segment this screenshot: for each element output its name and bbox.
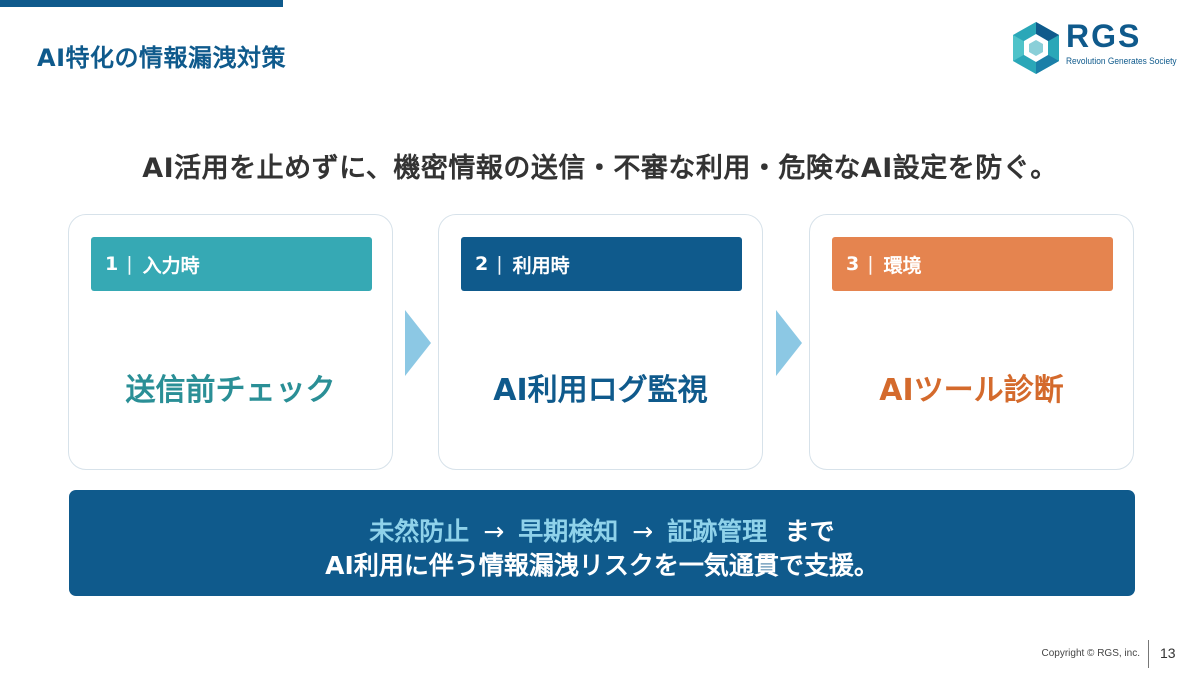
- card-title: AIツール診断: [879, 373, 1064, 408]
- summary-banner: 未然防止 → 早期検知 → 証跡管理 まで AI利用に伴う情報漏洩リスクを一気通貫で支援…: [69, 490, 1135, 596]
- banner-step-evidence: 証跡管理: [667, 517, 768, 546]
- card-tag-label: 環境: [883, 254, 922, 277]
- banner-suffix: まで: [784, 517, 835, 546]
- logo-mark-icon: [1013, 22, 1059, 74]
- logo-tagline: Revolution Generates Society: [1066, 56, 1177, 67]
- card-tag: 1 | 入力時: [91, 237, 372, 291]
- banner-step-prevention: 未然防止: [369, 517, 470, 546]
- card-number: 1: [105, 253, 119, 275]
- card-separator: |: [496, 253, 503, 275]
- top-accent-bar: [0, 0, 283, 7]
- banner-line-1: 未然防止 → 早期検知 → 証跡管理 まで: [69, 512, 1135, 548]
- card-input-stage: 1 | 入力時 送信前チェック: [68, 214, 393, 470]
- card-tag: 2 | 利用時: [461, 237, 742, 291]
- card-separator: |: [126, 253, 133, 275]
- card-tag-label: 利用時: [512, 254, 570, 277]
- copyright: Copyright © RGS, inc.: [1041, 648, 1140, 659]
- arrow-right-icon: [776, 310, 802, 376]
- card-number: 3: [846, 253, 860, 275]
- rgs-logo: RGS Revolution Generates Society: [1008, 18, 1178, 76]
- card-environment-stage: 3 | 環境 AIツール診断: [809, 214, 1134, 470]
- card-title: 送信前チェック: [125, 373, 336, 408]
- arrow-right-icon: [405, 310, 431, 376]
- logo-wordmark: RGS: [1066, 18, 1142, 54]
- banner-line-2: AI利用に伴う情報漏洩リスクを一気通貫で支援。: [325, 551, 879, 580]
- card-usage-stage: 2 | 利用時 AI利用ログ監視: [438, 214, 763, 470]
- headline: AI活用を止めずに、機密情報の送信・不審な利用・危険なAI設定を防ぐ。: [142, 153, 1058, 184]
- page-divider: [1148, 640, 1149, 668]
- card-separator: |: [867, 253, 874, 275]
- card-tag: 3 | 環境: [832, 237, 1113, 291]
- card-number: 2: [475, 253, 489, 275]
- banner-arrow: →: [483, 517, 505, 546]
- banner-step-detection: 早期検知: [518, 517, 619, 546]
- page-number: 13: [1160, 645, 1176, 661]
- slide-title: AI特化の情報漏洩対策: [37, 44, 287, 72]
- banner-arrow: →: [632, 517, 654, 546]
- card-title: AI利用ログ監視: [493, 373, 708, 408]
- card-tag-label: 入力時: [142, 254, 200, 277]
